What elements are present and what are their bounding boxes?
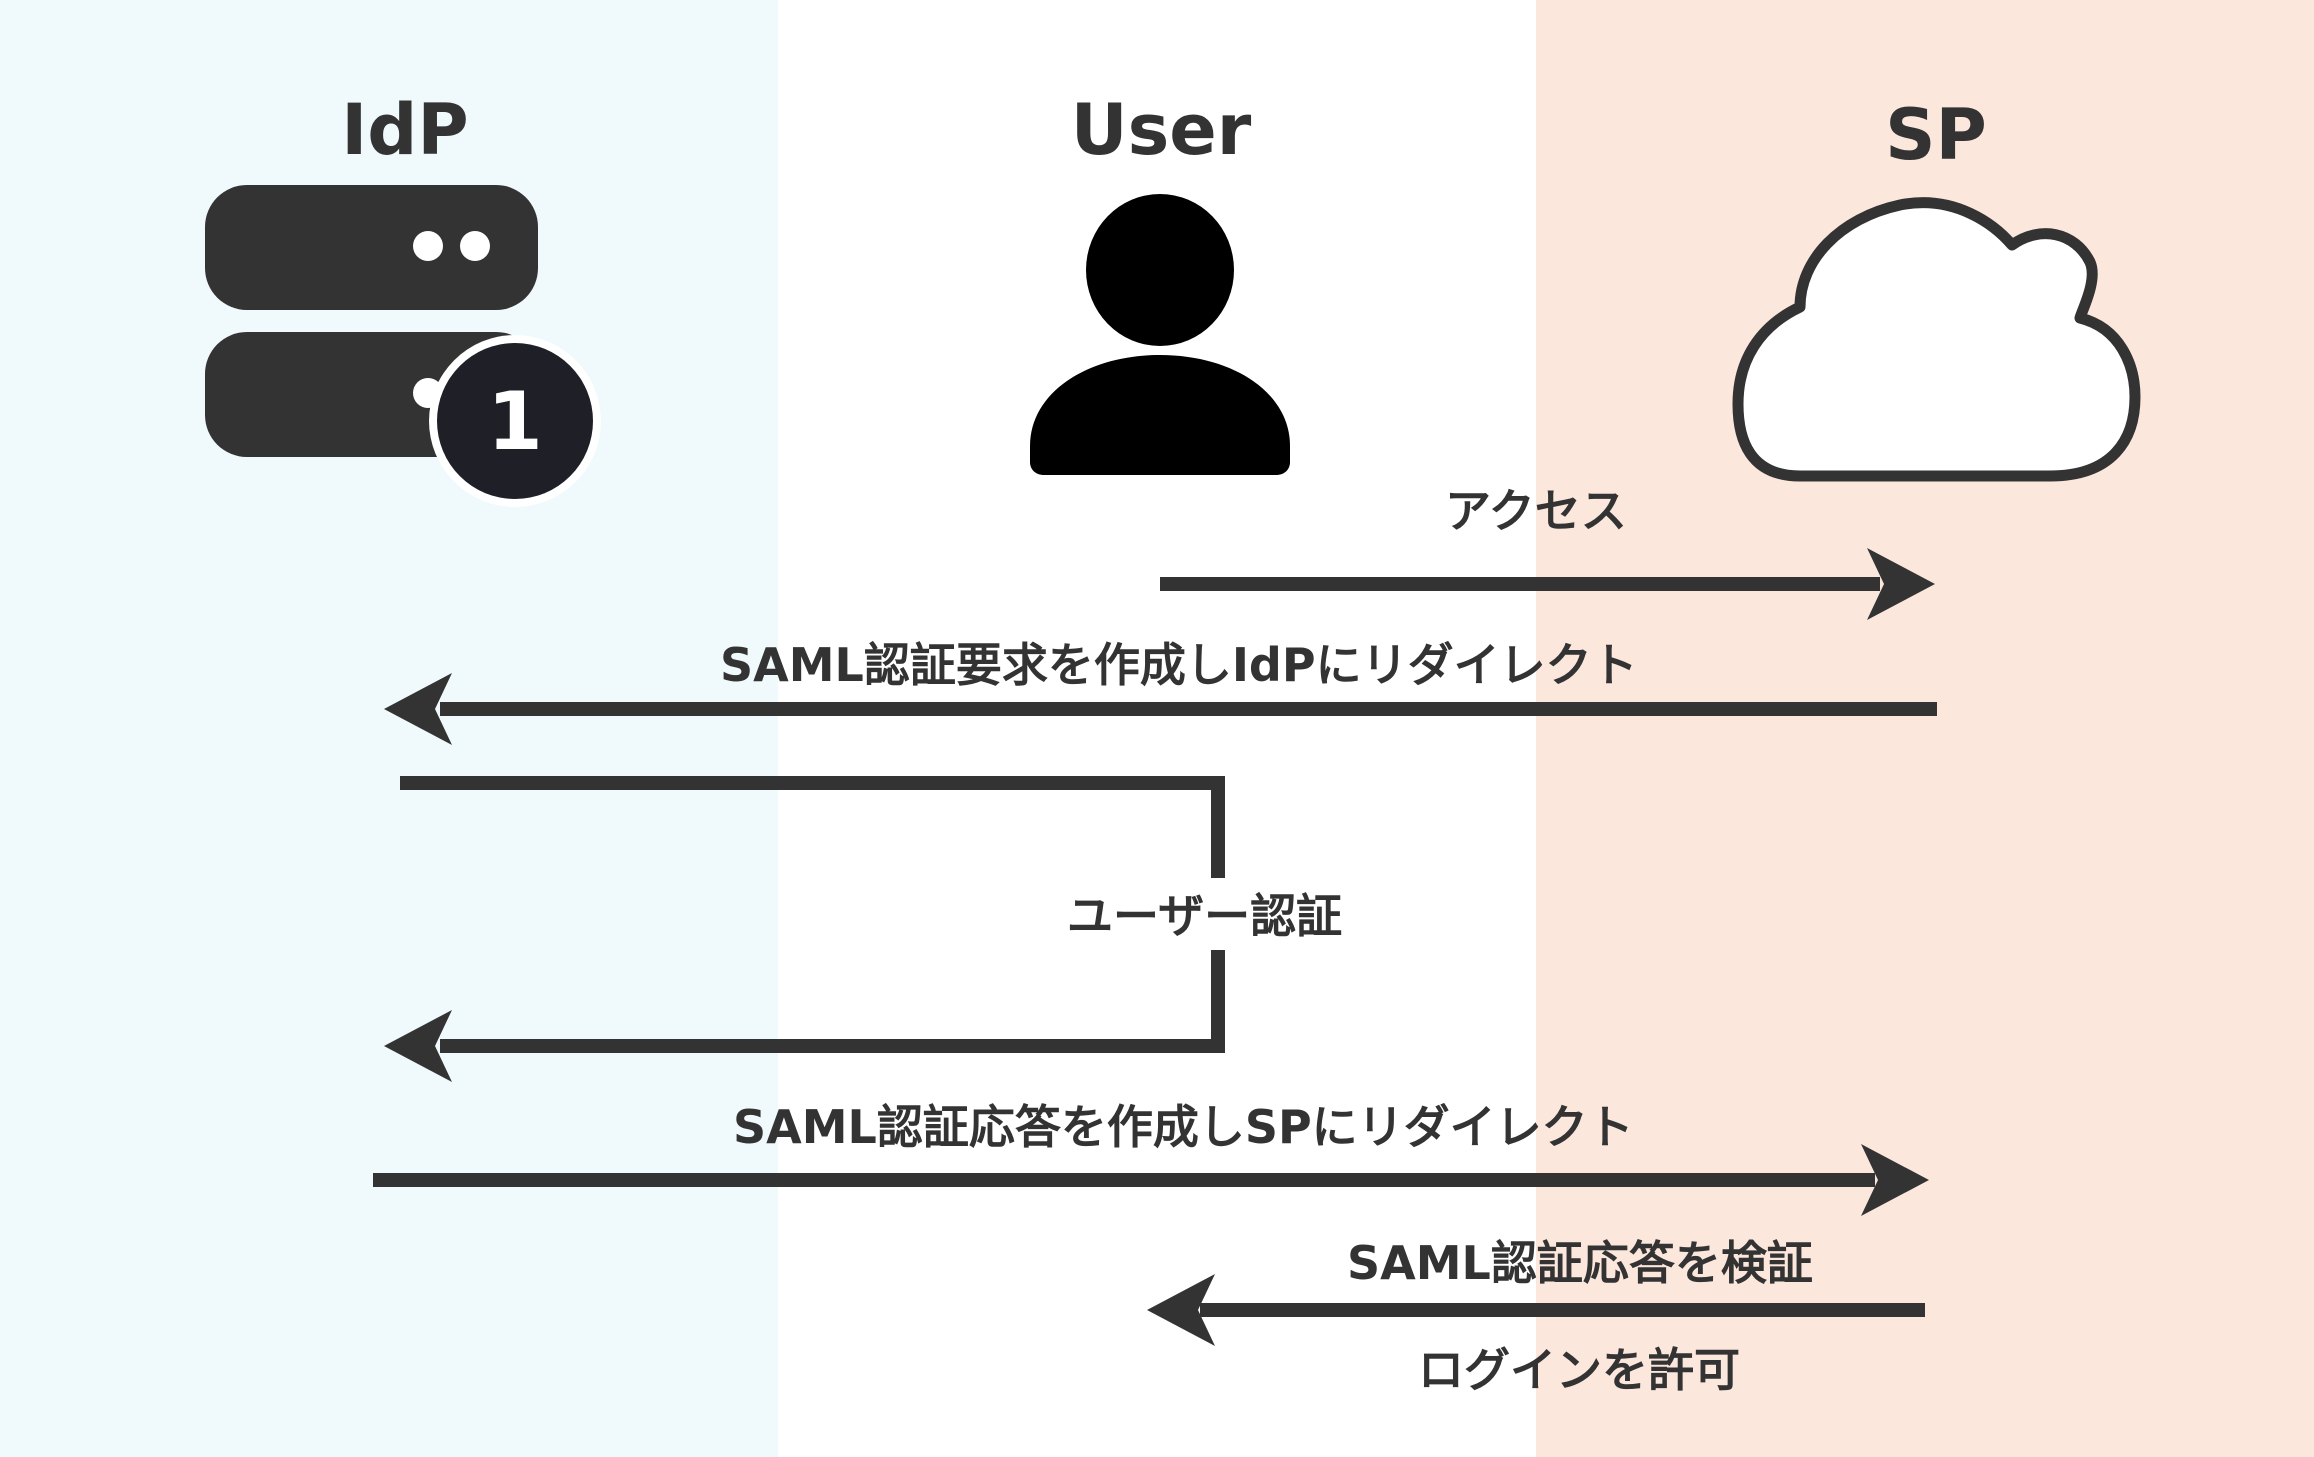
message-saml-request: SAML認証要求を作成しIdPにリダイレクト xyxy=(720,638,1638,692)
cloud-icon xyxy=(1732,197,2141,482)
message-saml-response: SAML認証応答を作成しSPにリダイレクト xyxy=(733,1100,1634,1154)
message-allow-login: ログインを許可 xyxy=(1418,1343,1740,1397)
arrow-user-auth-loop xyxy=(384,776,1225,1082)
message-user-auth: ユーザー認証 xyxy=(1067,889,1343,943)
message-verify-response: SAML認証応答を検証 xyxy=(1347,1236,1813,1290)
arrow-saml-request xyxy=(384,673,1937,745)
message-access: アクセス xyxy=(1445,484,1627,538)
arrow-saml-response xyxy=(373,1144,1929,1216)
idp-title: IdP xyxy=(341,89,469,171)
sp-title: SP xyxy=(1885,94,1987,176)
arrow-access xyxy=(1160,548,1935,620)
user-title: User xyxy=(1070,89,1252,171)
user-icon xyxy=(1030,194,1290,475)
idp-badge: 1 xyxy=(429,335,601,507)
arrow-verify-response xyxy=(1147,1274,1925,1346)
badge-count: 1 xyxy=(487,375,543,468)
